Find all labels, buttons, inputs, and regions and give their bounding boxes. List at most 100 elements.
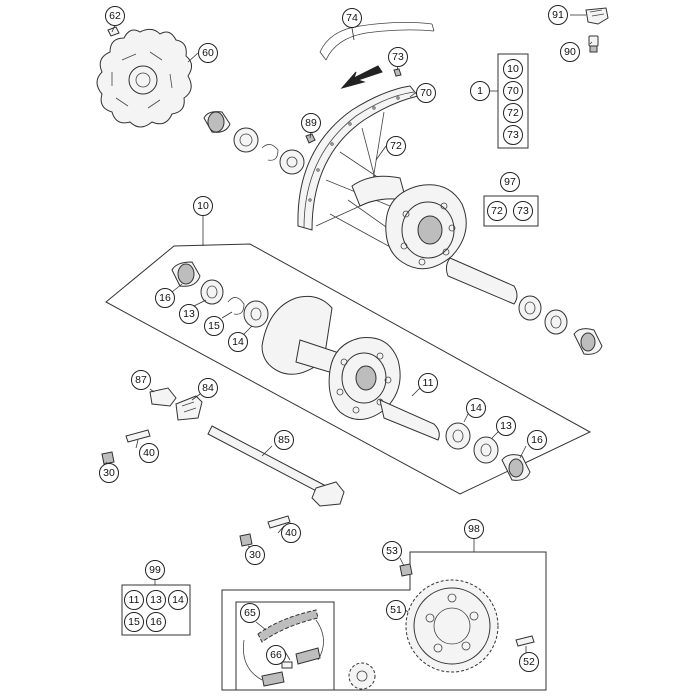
callout-c60-number: 60 <box>202 47 214 59</box>
callout-c16b: 16 <box>527 430 547 450</box>
callout-c99: 99 <box>145 560 165 580</box>
kit1-item-1: 70 <box>503 81 523 101</box>
callout-c98-circle <box>464 519 484 539</box>
callout-c16a-number: 16 <box>159 292 171 304</box>
callout-c13b-circle <box>496 416 516 436</box>
kit-97-box <box>483 195 539 227</box>
kit99-item-3: 15 <box>124 612 144 632</box>
callout-c74-circle <box>342 8 362 28</box>
callout-c72a-circle <box>386 136 406 156</box>
callout-c13b: 13 <box>496 416 516 436</box>
callout-c66: 66 <box>266 645 286 665</box>
kit1-item-3-circle <box>503 125 523 145</box>
callout-c51-number: 51 <box>390 604 402 616</box>
kit99-item-0-circle <box>124 590 144 610</box>
callout-c1-number: 1 <box>477 85 483 97</box>
kit99-item-1-circle <box>146 590 166 610</box>
callout-c15a-circle <box>204 316 224 336</box>
callout-c40b-number: 40 <box>285 527 297 539</box>
callout-c74: 74 <box>342 8 362 28</box>
callout-c66-number: 66 <box>270 649 282 661</box>
kit1-item-1-number: 70 <box>507 85 519 97</box>
chain-kit-frame <box>235 601 335 691</box>
callout-c11: 11 <box>418 373 438 393</box>
callout-c14b-circle <box>466 398 486 418</box>
callout-c90-number: 90 <box>564 46 576 58</box>
sprocket-kit-frame <box>221 551 547 691</box>
kit1-item-1-circle <box>503 81 523 101</box>
callout-c91-circle <box>548 5 568 25</box>
callout-c99-number: 99 <box>149 564 161 576</box>
callout-c30a-circle <box>99 463 119 483</box>
callout-c89: 89 <box>301 113 321 133</box>
callout-c40b: 40 <box>281 523 301 543</box>
chain-part <box>243 609 324 687</box>
kit97-item-0: 72 <box>487 201 507 221</box>
callout-c89-number: 89 <box>305 117 317 129</box>
kit99-item-1: 13 <box>146 590 166 610</box>
kit1-item-0: 10 <box>503 59 523 79</box>
kit99-item-3-number: 15 <box>128 616 140 628</box>
callout-c90-circle <box>560 42 580 62</box>
callout-c89-circle <box>301 113 321 133</box>
kit99-item-4-circle <box>146 612 166 632</box>
callout-c85-circle <box>274 430 294 450</box>
brake-disc-part <box>96 26 192 128</box>
leader-lines <box>105 14 593 661</box>
callout-c85: 85 <box>274 430 294 450</box>
callout-c16a: 16 <box>155 288 175 308</box>
callout-c30b-number: 30 <box>249 549 261 561</box>
kit99-item-1-number: 13 <box>150 594 162 606</box>
kit97-item-0-circle <box>487 201 507 221</box>
callout-c40a-circle <box>139 443 159 463</box>
callout-c97: 97 <box>500 172 520 192</box>
callout-c53-number: 53 <box>386 545 398 557</box>
callout-c70a: 70 <box>416 83 436 103</box>
callout-c15a-number: 15 <box>208 320 220 332</box>
callout-c16b-circle <box>527 430 547 450</box>
callout-c85-number: 85 <box>278 434 290 446</box>
kit-1-box <box>497 53 529 149</box>
callout-c65: 65 <box>240 603 260 623</box>
callout-c98-number: 98 <box>468 523 480 535</box>
callout-c53-circle <box>382 541 402 561</box>
spoked-wheel-part <box>297 85 467 270</box>
adjuster-bolt-parts <box>101 429 291 547</box>
callout-c87-number: 87 <box>135 374 147 386</box>
callout-c1-circle <box>470 81 490 101</box>
tire-bead-lock-part <box>585 7 609 25</box>
callout-c52-circle <box>519 652 539 672</box>
kit97-item-1-circle <box>513 201 533 221</box>
kit99-item-0: 11 <box>124 590 144 610</box>
callout-c99-circle <box>145 560 165 580</box>
callout-c65-circle <box>240 603 260 623</box>
kit1-item-3-number: 73 <box>507 129 519 141</box>
direction-arrow-icon <box>340 65 383 89</box>
upper-bearing-parts <box>203 68 402 175</box>
callout-c15a: 15 <box>204 316 224 336</box>
callout-c10-number: 10 <box>197 200 209 212</box>
callout-c14a-circle <box>228 332 248 352</box>
kit1-item-0-number: 10 <box>507 63 519 75</box>
callout-c11-circle <box>418 373 438 393</box>
callout-c40a: 40 <box>139 443 159 463</box>
kit99-item-4-number: 16 <box>150 616 162 628</box>
callout-c11-number: 11 <box>423 377 434 389</box>
callout-c14a: 14 <box>228 332 248 352</box>
callout-c72a: 72 <box>386 136 406 156</box>
axle-part <box>207 425 345 507</box>
callout-c65-number: 65 <box>244 607 256 619</box>
callout-c14b: 14 <box>466 398 486 418</box>
callout-c62: 62 <box>105 6 125 26</box>
callout-c90: 90 <box>560 42 580 62</box>
callout-c40a-number: 40 <box>143 447 155 459</box>
callout-c91: 91 <box>548 5 568 25</box>
front-sprocket-part <box>348 662 376 690</box>
callout-c14b-number: 14 <box>470 402 482 414</box>
callout-c13a-number: 13 <box>183 308 195 320</box>
callout-c14a-number: 14 <box>232 336 244 348</box>
callout-c91-number: 91 <box>552 9 564 21</box>
callout-c30b: 30 <box>245 545 265 565</box>
